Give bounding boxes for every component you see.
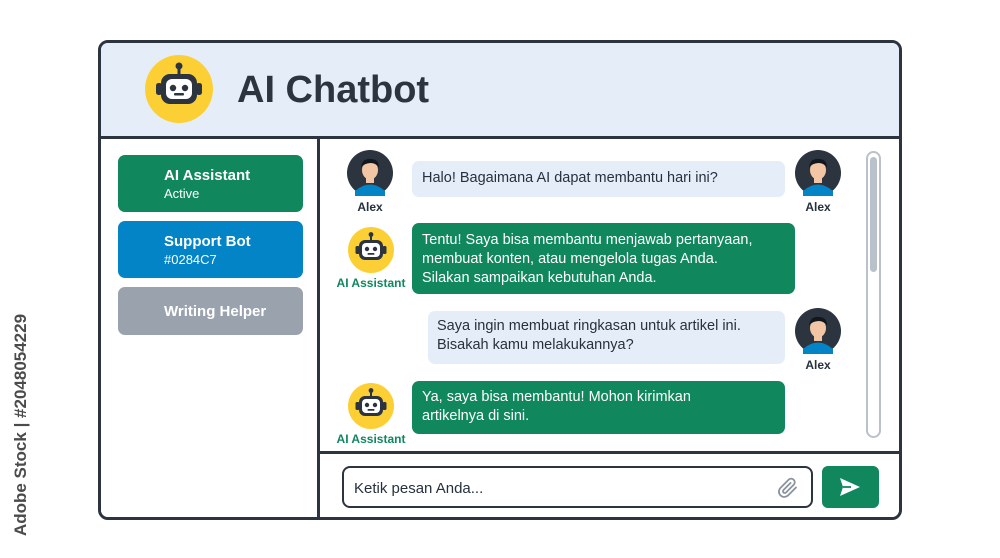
message-bubble: Halo! Bagaimana AI dapat membantu hari i… xyxy=(412,161,785,197)
sender-name: AI Assistant xyxy=(336,276,406,290)
bot-sidebar: AI Assistant Active Support Bot #0284C7 … xyxy=(101,139,320,517)
message-input-box[interactable] xyxy=(342,466,813,508)
stock-watermark: Adobe Stock | #2048054229 xyxy=(6,300,36,550)
chat-window: AI Chatbot AI Assistant Active Support B… xyxy=(98,40,902,520)
message-composer xyxy=(320,451,899,517)
sidebar-item-color-code: #0284C7 xyxy=(164,252,217,267)
sidebar-item-ai-assistant[interactable]: AI Assistant Active xyxy=(118,155,303,212)
paperclip-icon[interactable] xyxy=(776,476,800,505)
sidebar-item-writing-helper[interactable]: Writing Helper xyxy=(118,287,303,335)
scrollbar-thumb[interactable] xyxy=(870,157,877,272)
chat-scrollbar[interactable] xyxy=(866,151,881,438)
send-icon xyxy=(840,478,860,496)
sender-name: Alex xyxy=(805,358,831,372)
app-title: AI Chatbot xyxy=(237,69,430,111)
send-button[interactable] xyxy=(822,466,879,508)
message-input[interactable] xyxy=(354,477,754,499)
robot-logo-icon xyxy=(145,55,213,128)
sidebar-item-label: Support Bot xyxy=(164,233,251,250)
sender-name: AI Assistant xyxy=(336,432,406,446)
sidebar-item-status: Active xyxy=(164,186,200,201)
chat-area: Alex Halo! Bagaimana AI dapat membantu h… xyxy=(320,139,899,451)
user-avatar-icon xyxy=(795,308,841,359)
message-bubble: Saya ingin membuat ringkasan untuk artik… xyxy=(428,311,785,364)
robot-icon xyxy=(348,227,394,278)
user-avatar-icon xyxy=(347,150,393,201)
user-avatar-icon xyxy=(795,150,841,201)
robot-icon xyxy=(348,383,394,434)
sidebar-item-support-bot[interactable]: Support Bot #0284C7 xyxy=(118,221,303,278)
message-bubble: Tentu! Saya bisa membantu menjawab perta… xyxy=(412,223,795,294)
sender-name: Alex xyxy=(357,200,383,214)
message-bubble: Ya, saya bisa membantu! Mohon kirimkan a… xyxy=(412,381,785,434)
watermark-text: Adobe Stock | #2048054229 xyxy=(11,313,30,537)
sender-name: Alex xyxy=(805,200,831,214)
sidebar-item-label: AI Assistant xyxy=(164,167,251,184)
app-header: AI Chatbot xyxy=(101,43,899,139)
sidebar-item-label: Writing Helper xyxy=(164,303,267,320)
